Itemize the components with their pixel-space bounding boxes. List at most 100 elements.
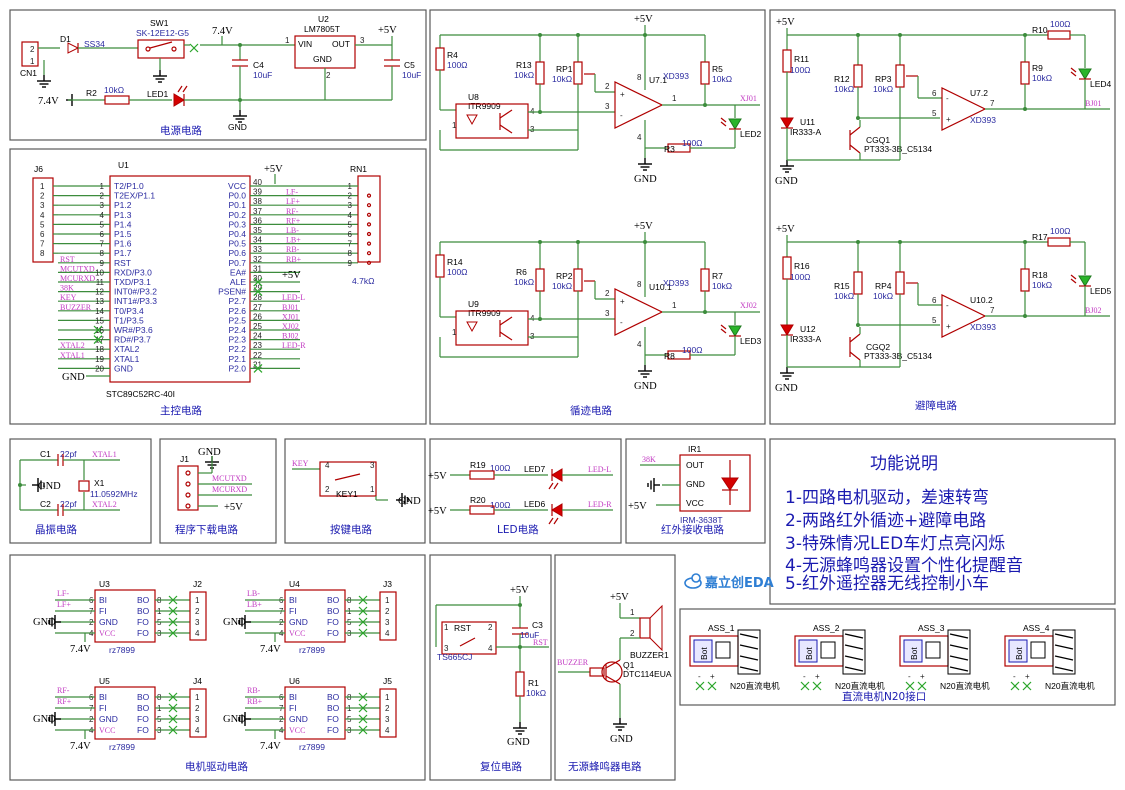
avoid-r12-value: 10kΩ xyxy=(834,291,854,301)
driver-pin-left: VCC xyxy=(99,726,115,735)
program-net-rxd: MCURXD xyxy=(212,485,247,494)
opamp-plus: + xyxy=(620,90,625,99)
gnd-driver: GND xyxy=(33,714,56,725)
track-r3-value: 100Ω xyxy=(682,138,703,148)
u2-label: U2 xyxy=(318,14,329,24)
avoid-r10: R17 xyxy=(1032,232,1048,242)
gnd-driver: GND xyxy=(223,617,246,628)
n20-plus: + xyxy=(815,672,820,681)
panel-program xyxy=(159,438,277,544)
mcu-pin-number: 22 xyxy=(253,351,262,360)
opamp-plus: + xyxy=(620,297,625,306)
led7-label: LED7 xyxy=(524,464,546,474)
mcu-pin-number: 4 xyxy=(100,211,105,220)
rn1-value: 4.7kΩ xyxy=(352,276,374,286)
pin: 7 xyxy=(990,99,995,108)
gnd-program: GND xyxy=(198,447,221,458)
connector-label: J3 xyxy=(383,579,392,589)
panel-function xyxy=(769,438,1116,605)
n20-minus: - xyxy=(1013,672,1016,681)
function-title: 功能说明 xyxy=(870,454,938,474)
mcu-net-label: LF+ xyxy=(286,197,300,206)
mcu-pin-number: 8 xyxy=(100,249,105,258)
driver-pin-right: FO xyxy=(327,725,339,735)
mcu-pin-number: 13 xyxy=(95,297,104,306)
track-opamp-value: XD393 xyxy=(663,278,689,288)
driver-net: LB+ xyxy=(247,600,262,609)
mcu-net-label: MCUTXD xyxy=(60,264,95,273)
panel-avoid xyxy=(769,9,1116,425)
n20-minus: - xyxy=(698,672,701,681)
mcu-pin-number: 36 xyxy=(253,216,262,225)
driver-part: rz7899 xyxy=(299,742,325,752)
mcu-pin-number: 14 xyxy=(95,307,104,316)
svg-text:1: 1 xyxy=(30,57,35,66)
avoid-led: LED4 xyxy=(1090,79,1112,89)
avoid-circuit: +5VR11100ΩU11IR333-AGNDR1210kΩCGQ1PT333-… xyxy=(775,17,1112,394)
r2-value: 10kΩ xyxy=(104,85,124,95)
r2-label: R2 xyxy=(86,88,97,98)
avoid-rp: RP4 xyxy=(875,281,892,291)
n20-bot: Bot xyxy=(909,647,919,660)
track-r4: R14 xyxy=(447,257,463,267)
n20-bot: Bot xyxy=(699,647,709,660)
c2-value: 22pf xyxy=(60,499,77,509)
driver-pin-right: BO xyxy=(327,703,340,713)
function-item-2: 2-两路红外循迹+避障电路 xyxy=(785,511,986,531)
program-net-txd: MCUTXD xyxy=(212,474,247,483)
driver-pin-right: BO xyxy=(137,703,150,713)
cn1-label: CN1 xyxy=(20,68,37,78)
avoid-net: BJ01 xyxy=(1085,99,1101,108)
svg-text:3: 3 xyxy=(444,644,449,653)
v74-driver: 7.4V xyxy=(260,644,281,655)
pin: 1 xyxy=(452,328,457,337)
j6-pin-number: 6 xyxy=(40,230,45,239)
mcu-pin-number: 6 xyxy=(100,230,105,239)
avoid-emitter-value: IR333-A xyxy=(790,127,822,137)
track-rp-value: 10kΩ xyxy=(552,281,572,291)
driver-pin-left: GND xyxy=(289,617,308,627)
mcu-pin-number: 30 xyxy=(253,274,262,283)
mcu-pin-number: 17 xyxy=(95,336,104,345)
svg-text:2: 2 xyxy=(30,45,35,54)
reset-net: RST xyxy=(533,638,548,647)
rn1-pin-number: 2 xyxy=(348,192,353,201)
opamp-minus: - xyxy=(620,318,623,327)
gnd-key: GND xyxy=(398,496,421,507)
driver-pin-right: FO xyxy=(327,628,339,638)
driver-pin-left: GND xyxy=(99,714,118,724)
lceda-logo: 嘉立创EDA xyxy=(704,575,774,591)
avoid-r12-value: 10kΩ xyxy=(834,84,854,94)
function-item-5: 5-红外遥控器无线控制小车 xyxy=(785,574,989,594)
v5-ea: +5V xyxy=(282,270,301,281)
mcu-net-label: 38K xyxy=(60,284,74,293)
pin: 6 xyxy=(932,89,937,98)
driver-pin-left: FI xyxy=(99,606,107,616)
c4-value: 10uF xyxy=(253,70,272,80)
driver-label: U5 xyxy=(99,676,110,686)
driver-net: RB+ xyxy=(247,697,263,706)
u2-value: LM7805T xyxy=(304,24,340,34)
driver-pin-right: FO xyxy=(137,617,149,627)
avoid-receiver-value: PT333-3B_C5134 xyxy=(864,351,932,361)
mcu-net-label: LB+ xyxy=(286,236,301,245)
r19-value: 100Ω xyxy=(490,463,511,473)
key1-label: KEY1 xyxy=(336,489,358,499)
driver-pin-left: VCC xyxy=(99,629,115,638)
mcu-pin-name: P0.4 xyxy=(229,229,247,239)
ir-net: 38K xyxy=(642,455,656,464)
driver-pin-right: BO xyxy=(137,595,150,605)
power-circuit: 21 CN1 D1 SS34 SW1 SK-12E12-G5 7.4V C4 1… xyxy=(20,14,421,132)
v5-mcu: +5V xyxy=(264,164,283,175)
mcu-pin-number: 37 xyxy=(253,207,262,216)
v5-power: +5V xyxy=(378,25,397,36)
mcu-net-label: XTAL1 xyxy=(60,351,85,360)
avoid-receiver: CGQ2 xyxy=(866,342,890,352)
driver-pin-right: BO xyxy=(137,606,150,616)
u2-vin: VIN xyxy=(298,39,312,49)
avoid-channel: +5VR16100ΩU12IR333-AGNDR1510kΩCGQ2PT333-… xyxy=(775,224,1112,394)
sw1-label: SW1 xyxy=(150,18,169,28)
avoid-r11: R11 xyxy=(794,54,809,64)
